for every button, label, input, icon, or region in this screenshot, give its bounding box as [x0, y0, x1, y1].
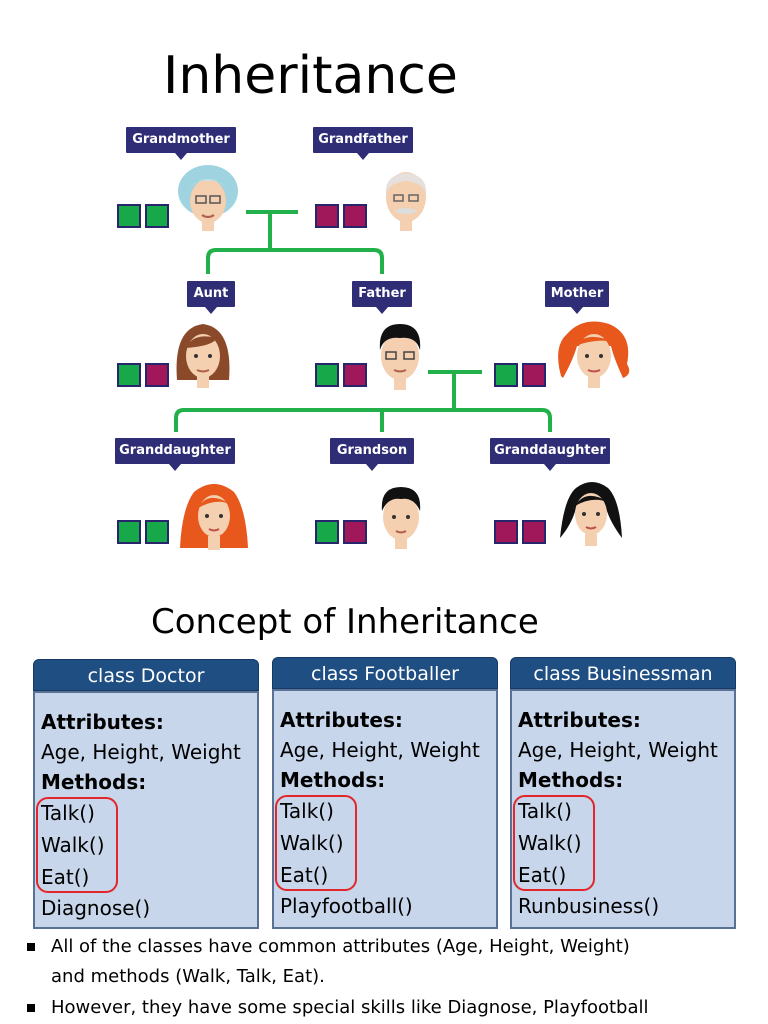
class-doctor-header: class Doctor — [33, 659, 259, 691]
class-footballer-attributes: Age, Height, Weight — [280, 738, 480, 762]
gene-square-green — [145, 204, 169, 228]
tree-line — [206, 248, 384, 274]
gene-square-magenta — [522, 363, 546, 387]
class-businessman-attributes-label: Attributes: — [518, 708, 641, 732]
class-businessman-attributes: Age, Height, Weight — [518, 738, 718, 762]
bullet-1: All of the classes have common attribute… — [51, 932, 751, 992]
bullet-marker — [27, 1004, 35, 1012]
label-grandfather: Grandfather — [313, 127, 413, 160]
bullet-2: However, they have some special skills l… — [51, 993, 751, 1023]
class-businessman-method-walk: Walk() — [518, 831, 582, 855]
grandson-face-icon — [381, 487, 421, 549]
mother-face-icon — [558, 321, 630, 388]
aunt-face-icon — [176, 324, 230, 388]
grandmother-face-icon — [178, 165, 238, 231]
class-doctor-attributes-label: Attributes: — [41, 710, 164, 734]
class-businessman-header: class Businessman — [510, 657, 736, 689]
gene-square-green — [117, 520, 141, 544]
class-doctor-method-special: Diagnose() — [41, 896, 151, 920]
tree-line — [174, 408, 552, 432]
label-grandmother: Grandmother — [126, 127, 236, 160]
class-footballer-method-talk: Talk() — [280, 799, 334, 823]
granddaughter-1-face-icon — [180, 484, 248, 550]
gene-square-green — [117, 204, 141, 228]
label-granddaughter-1: Granddaughter — [115, 438, 235, 471]
bullet-1-line-2: and methods (Walk, Talk, Eat). — [51, 966, 325, 987]
gene-square-green — [315, 363, 339, 387]
grandfather-face-icon — [385, 172, 427, 231]
bullet-2-line-1: However, they have some special skills l… — [51, 997, 649, 1018]
gene-square-green — [145, 520, 169, 544]
family-tree-lines — [174, 210, 552, 432]
gene-square-magenta — [522, 520, 546, 544]
label-grandson: Grandson — [330, 438, 414, 471]
class-doctor-methods-label: Methods: — [41, 770, 147, 794]
label-aunt: Aunt — [187, 281, 235, 314]
class-businessman-methods-label: Methods: — [518, 768, 624, 792]
gene-square-magenta — [315, 204, 339, 228]
gene-square-green — [494, 363, 518, 387]
gene-square-green — [117, 363, 141, 387]
granddaughter-2-face-icon — [560, 482, 622, 546]
class-footballer-method-special: Playfootball() — [280, 894, 413, 918]
class-footballer-attributes-label: Attributes: — [280, 708, 403, 732]
gene-square-magenta — [343, 520, 367, 544]
class-businessman-method-special: Runbusiness() — [518, 894, 660, 918]
class-doctor-method-eat: Eat() — [41, 865, 90, 889]
common-methods-highlight — [513, 795, 595, 891]
gene-square-magenta — [145, 363, 169, 387]
class-doctor-attributes: Age, Height, Weight — [41, 740, 241, 764]
page-title: Inheritance — [163, 46, 458, 106]
class-footballer-method-eat: Eat() — [280, 863, 329, 887]
class-doctor-method-talk: Talk() — [41, 801, 95, 825]
class-businessman-method-talk: Talk() — [518, 799, 572, 823]
gene-square-magenta — [343, 204, 367, 228]
class-doctor-box — [33, 691, 259, 929]
section-subtitle: Concept of Inheritance — [151, 602, 539, 642]
label-father: Father — [352, 281, 412, 314]
class-doctor-method-walk: Walk() — [41, 833, 105, 857]
common-methods-highlight — [36, 797, 118, 893]
gene-square-magenta — [494, 520, 518, 544]
class-footballer-method-walk: Walk() — [280, 831, 344, 855]
bullet-marker — [27, 943, 35, 951]
father-face-icon — [379, 324, 421, 390]
class-footballer-header: class Footballer — [272, 657, 498, 689]
label-granddaughter-2: Granddaughter — [490, 438, 610, 471]
bullet-1-line-1: All of the classes have common attribute… — [51, 936, 630, 957]
class-footballer-methods-label: Methods: — [280, 768, 386, 792]
gene-square-magenta — [343, 363, 367, 387]
common-methods-highlight — [275, 795, 357, 891]
label-mother: Mother — [545, 281, 609, 314]
gene-square-green — [315, 520, 339, 544]
class-businessman-method-eat: Eat() — [518, 863, 567, 887]
